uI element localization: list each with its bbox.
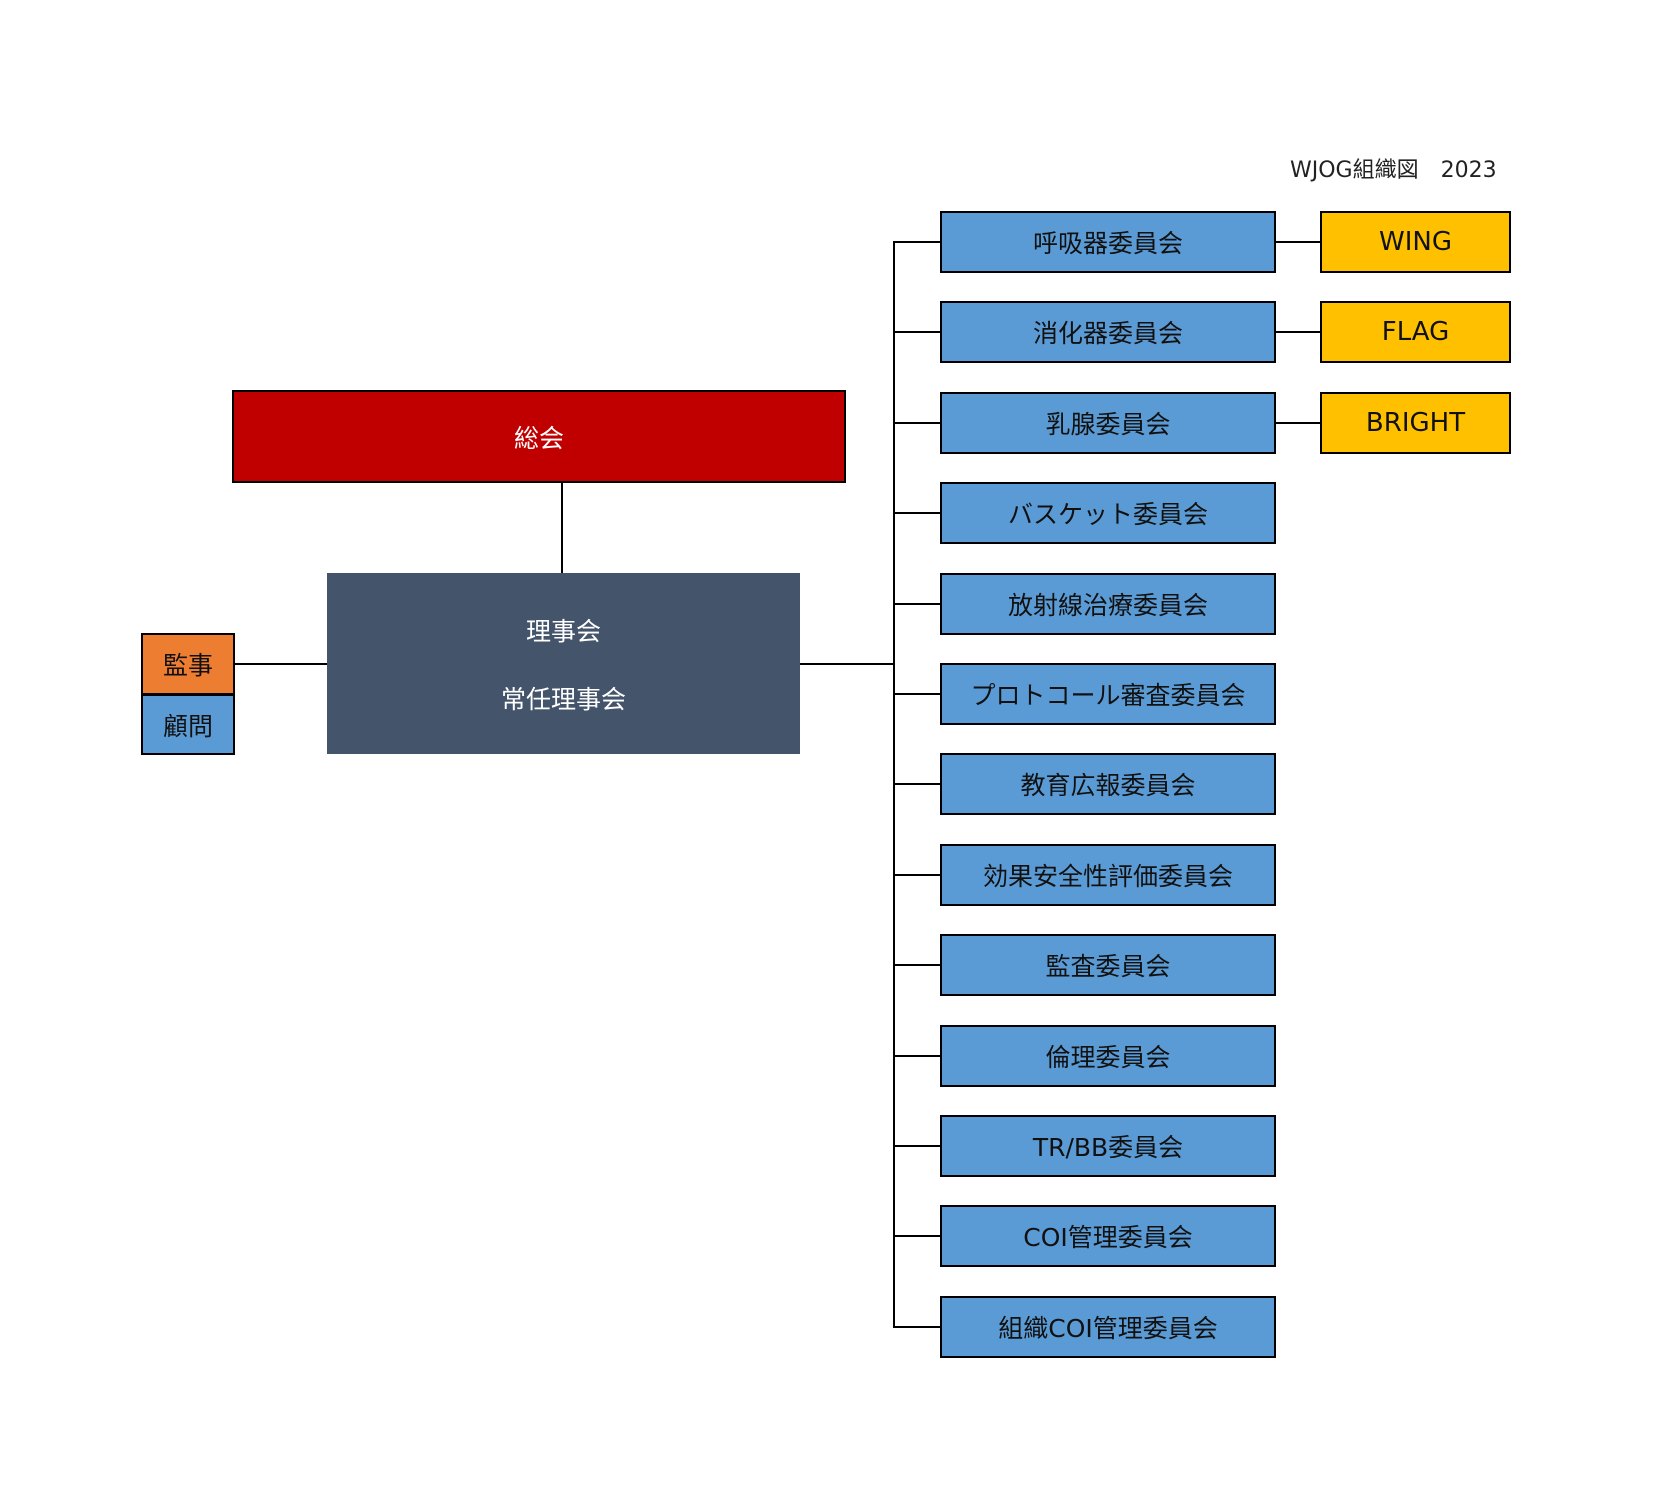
advisor-box: 顧問 <box>141 694 235 755</box>
connector-auditor-board <box>235 663 327 665</box>
connector-assembly-board <box>561 483 563 573</box>
committee-box-ethics: 倫理委員会 <box>940 1025 1276 1087</box>
general-assembly-box: 総会 <box>232 390 846 483</box>
group-box-wing: WING <box>1320 211 1511 273</box>
chart-title: WJOG組織図 2023 <box>1290 158 1497 183</box>
committee-branch-line <box>893 783 940 785</box>
standing-board-label: 常任理事会 <box>500 684 626 714</box>
committee-box-radiotherapy: 放射線治療委員会 <box>940 573 1276 635</box>
committee-box-gastrointestinal: 消化器委員会 <box>940 301 1276 363</box>
group-connector-line <box>1276 422 1320 424</box>
committee-branch-line <box>893 874 940 876</box>
committee-box-protocol-review: プロトコール審査委員会 <box>940 663 1276 725</box>
committee-box-respiratory: 呼吸器委員会 <box>940 211 1276 273</box>
committee-branch-line <box>893 1055 940 1057</box>
board-box: 理事会 常任理事会 <box>327 573 800 754</box>
committee-branch-line <box>893 331 940 333</box>
committee-box-audit: 監査委員会 <box>940 934 1276 996</box>
committee-branch-line <box>893 1326 940 1328</box>
committee-box-coi: COI管理委員会 <box>940 1205 1276 1267</box>
committee-box-efficacy-safety: 効果安全性評価委員会 <box>940 844 1276 906</box>
committee-branch-line <box>893 603 940 605</box>
connector-board-trunk <box>800 663 895 665</box>
committee-branch-line <box>893 422 940 424</box>
committee-branch-line <box>893 693 940 695</box>
committee-box-basket: バスケット委員会 <box>940 482 1276 544</box>
committee-branch-line <box>893 512 940 514</box>
committee-box-breast: 乳腺委員会 <box>940 392 1276 454</box>
group-connector-line <box>1276 241 1320 243</box>
committee-branch-line <box>893 964 940 966</box>
committee-box-education-pr: 教育広報委員会 <box>940 753 1276 815</box>
committee-box-organizational-coi: 組織COI管理委員会 <box>940 1296 1276 1358</box>
group-box-bright: BRIGHT <box>1320 392 1511 454</box>
group-box-flag: FLAG <box>1320 301 1511 363</box>
committee-box-tr-bb: TR/BB委員会 <box>940 1115 1276 1177</box>
committee-branch-line <box>893 1235 940 1237</box>
group-connector-line <box>1276 331 1320 333</box>
auditor-box: 監事 <box>141 633 235 695</box>
committee-branch-line <box>893 1145 940 1147</box>
board-label: 理事会 <box>525 616 601 646</box>
committee-branch-line <box>893 241 940 243</box>
